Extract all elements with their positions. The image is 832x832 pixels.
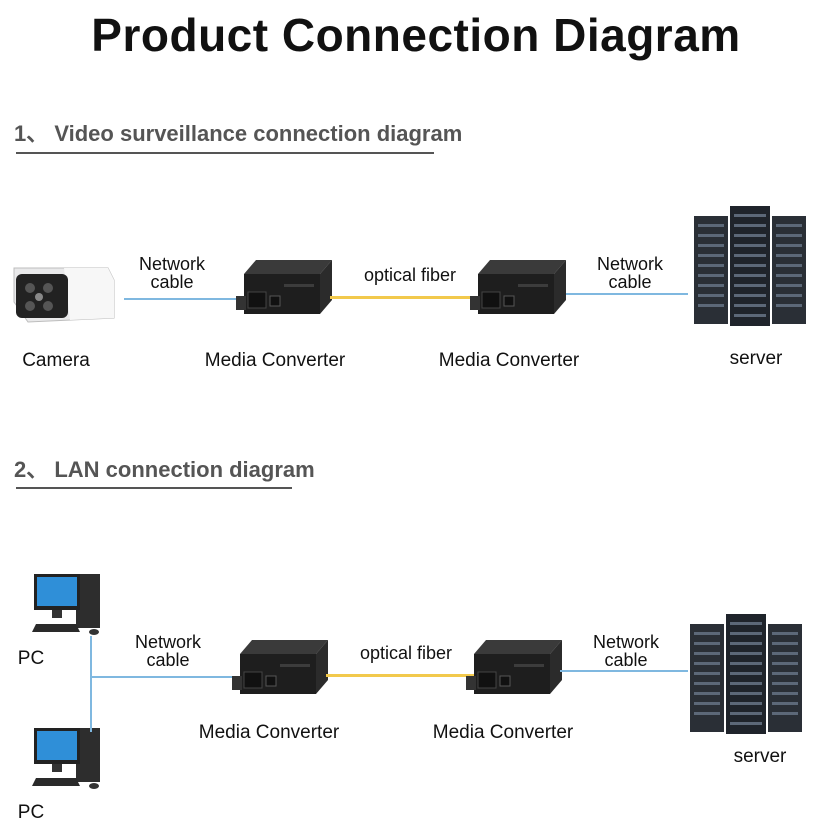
network-cable-line: [566, 293, 688, 295]
media-converter-label: Media Converter: [432, 722, 574, 743]
network-cable-label-line2: cable: [604, 650, 648, 670]
media-converter-icon: [232, 640, 328, 694]
section-2-rule: [16, 487, 292, 489]
optical-fiber-line: [330, 296, 478, 299]
optical-fiber-line: [326, 674, 474, 677]
optical-fiber-label: optical fiber: [359, 643, 453, 663]
media-converter-label: Media Converter: [438, 350, 580, 371]
server-label: server: [733, 746, 787, 767]
pc-label: PC: [17, 648, 45, 669]
network-cable-label-line2: cable: [146, 650, 190, 670]
optical-fiber-label: optical fiber: [363, 265, 457, 285]
camera-label: Camera: [22, 350, 90, 371]
section-2-heading: 2、 LAN connection diagram: [14, 457, 315, 482]
pc-icon: [32, 574, 100, 635]
network-cable-line: [124, 298, 242, 300]
network-cable-label-line1: Network: [138, 254, 205, 274]
server-rack-icon: [694, 206, 806, 326]
page-title: Product Connection Diagram: [91, 9, 741, 61]
network-cable-label-line1: Network: [596, 254, 663, 274]
network-cable-line: [560, 670, 688, 672]
network-cable-label: Network cable: [576, 633, 676, 669]
network-cable-label-line1: Network: [134, 632, 201, 652]
media-converter-icon: [466, 640, 562, 694]
media-converter-icon: [236, 260, 332, 314]
network-cable-label: Network cable: [580, 255, 680, 291]
media-converter-icon: [470, 260, 566, 314]
camera-icon: [13, 267, 115, 323]
media-converter-label: Media Converter: [204, 350, 346, 371]
network-cable-label-line2: cable: [150, 272, 194, 292]
media-converter-label: Media Converter: [198, 722, 340, 743]
section-1-heading: 1、 Video surveillance connection diagram: [14, 121, 463, 146]
network-cable-label-line2: cable: [608, 272, 652, 292]
network-cable-label-line1: Network: [592, 632, 659, 652]
network-cable-label: Network cable: [122, 255, 222, 291]
section-1-rule: [16, 152, 434, 154]
pc-label: PC: [17, 802, 45, 823]
server-label: server: [729, 348, 783, 369]
network-cable-label: Network cable: [118, 633, 218, 669]
network-cable-line: [90, 676, 240, 678]
server-rack-icon: [690, 614, 802, 734]
network-cable-branch-line: [90, 636, 92, 732]
pc-icon: [32, 728, 100, 789]
